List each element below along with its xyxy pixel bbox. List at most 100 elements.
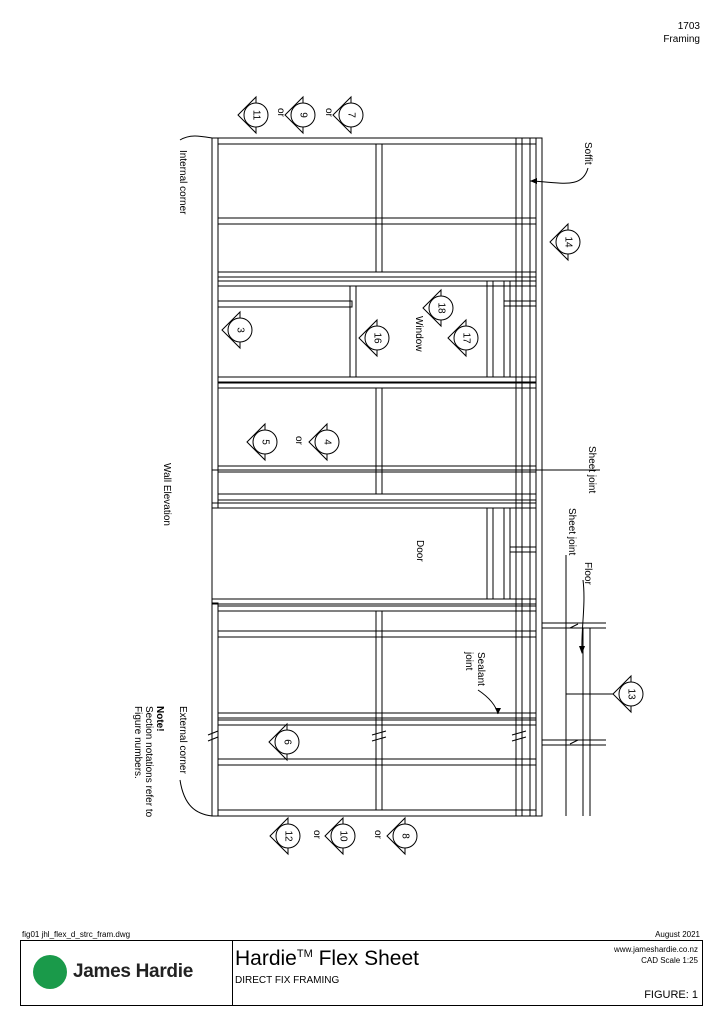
soffit-arrow [530, 178, 537, 184]
bottom-plate [217, 809, 537, 817]
door-trimmer [503, 507, 511, 600]
internal-corner-leader [179, 135, 213, 141]
trademark-mark: TM [296, 948, 313, 960]
nog [217, 217, 537, 225]
window-trimmer [349, 285, 357, 378]
section-callout-7: 7 [332, 95, 364, 135]
james-hardie-logo-icon [33, 955, 67, 989]
section-number: 6 [282, 739, 293, 745]
section-callout-10: 10 [324, 816, 356, 856]
section-marker-circle [275, 823, 301, 849]
frame-outline [211, 137, 543, 817]
note-text: Section notations refer to [143, 706, 154, 818]
sealant-leader [477, 689, 499, 715]
floor-arrow [579, 646, 585, 654]
or-label: or [311, 830, 322, 840]
section-number: 14 [563, 236, 574, 248]
section-callout-6: 6 [268, 722, 300, 762]
section-marker-circle [243, 102, 269, 128]
sealant-arrow [495, 708, 501, 714]
wall-elevation-label: Wall Elevation [161, 463, 172, 526]
nog [217, 465, 537, 473]
section-callout-16: 16 [358, 318, 390, 358]
product-title-name: Hardie [235, 947, 297, 970]
section-marker-circle [618, 681, 644, 707]
sheet-joint-label: Sheet joint [586, 446, 597, 493]
sheet-number: 1703 [677, 21, 700, 32]
sill-trimmer [217, 376, 537, 383]
title-block: James Hardie HardieTM Flex Sheet DIRECT … [20, 940, 703, 1006]
break-mark [569, 623, 579, 745]
door-head [217, 493, 537, 501]
section-number: 12 [283, 830, 294, 842]
section-number: 7 [346, 112, 357, 118]
external-corner-stud [211, 602, 219, 817]
section-marker-circle [364, 325, 390, 351]
drawing-date: August 2021 [655, 930, 700, 939]
brand-panel: James Hardie [21, 941, 233, 1005]
end-stud [529, 137, 537, 817]
section-number: 4 [322, 439, 333, 445]
section-callout-9: 9 [284, 95, 316, 135]
section-callout-13: 13 [612, 674, 644, 714]
section-number: 17 [461, 332, 472, 344]
or-label: or [293, 436, 304, 446]
nog [217, 719, 537, 726]
sealant-label: Sealant [475, 652, 486, 686]
break-mark [207, 730, 219, 742]
floor-leader [581, 579, 585, 651]
nog [217, 630, 537, 638]
floor-joist [217, 605, 537, 612]
drawing-subtitle: DIRECT FIX FRAMING [235, 975, 340, 986]
soffit-label: Soffit [582, 142, 593, 165]
stud [375, 610, 383, 811]
section-number: 3 [235, 327, 246, 333]
section-callout-11: 11 [237, 95, 269, 135]
window-label: Window [413, 316, 424, 352]
section-number: 9 [298, 112, 309, 118]
section-number: 18 [436, 302, 447, 314]
note-text: Figure numbers. [132, 706, 143, 779]
brand-name: James Hardie [73, 961, 193, 982]
section-callout-18: 18 [422, 288, 454, 328]
section-marker-circle [428, 295, 454, 321]
section-marker-circle [330, 823, 356, 849]
floor-label: Floor [582, 562, 593, 585]
internal-corner-stud [211, 137, 219, 509]
website-link[interactable]: www.jameshardie.co.nz [613, 945, 698, 954]
section-marker-circle [252, 429, 278, 455]
product-title-rest: Flex Sheet [312, 947, 419, 970]
sill-trimmer [217, 382, 537, 389]
internal-corner-label: Internal corner [177, 150, 188, 215]
section-callout-17: 17 [447, 318, 479, 358]
section-callout-5: 5 [246, 422, 278, 462]
door-trimmer [486, 507, 494, 600]
section-marker-circle [338, 102, 364, 128]
sheet-joint-label: Sheet joint [566, 508, 577, 555]
soffit-leader [529, 167, 589, 184]
section-marker-circle [290, 102, 316, 128]
cad-scale: CAD Scale 1:25 [641, 956, 698, 965]
product-title: HardieTM Flex Sheet [235, 947, 419, 971]
door-head [211, 502, 537, 509]
section-number: 13 [626, 688, 637, 700]
drawing-filename: fig01 jhl_flex_d_strc_fram.dwg [22, 930, 131, 939]
sheet-topic: Framing [663, 34, 700, 45]
section-number: 16 [372, 332, 383, 344]
section-marker-circle [314, 429, 340, 455]
section-callout-14: 14 [549, 222, 581, 262]
figure-number: FIGURE: 1 [644, 989, 698, 1001]
section-callouts: 11 9 7 14 18 3 16 17 5 4 13 6 12 10 8 [221, 95, 644, 856]
external-corner-leader [179, 779, 213, 817]
end-stud [515, 137, 523, 817]
section-number: 8 [400, 833, 411, 839]
window-nog [217, 300, 353, 308]
door-nog [509, 546, 537, 553]
window-trimmer [503, 280, 511, 378]
section-marker-circle [227, 317, 253, 343]
section-callout-12: 12 [269, 816, 301, 856]
section-marker-circle [274, 729, 300, 755]
external-corner-label: External corner [177, 706, 188, 774]
lintel-top [217, 271, 537, 278]
